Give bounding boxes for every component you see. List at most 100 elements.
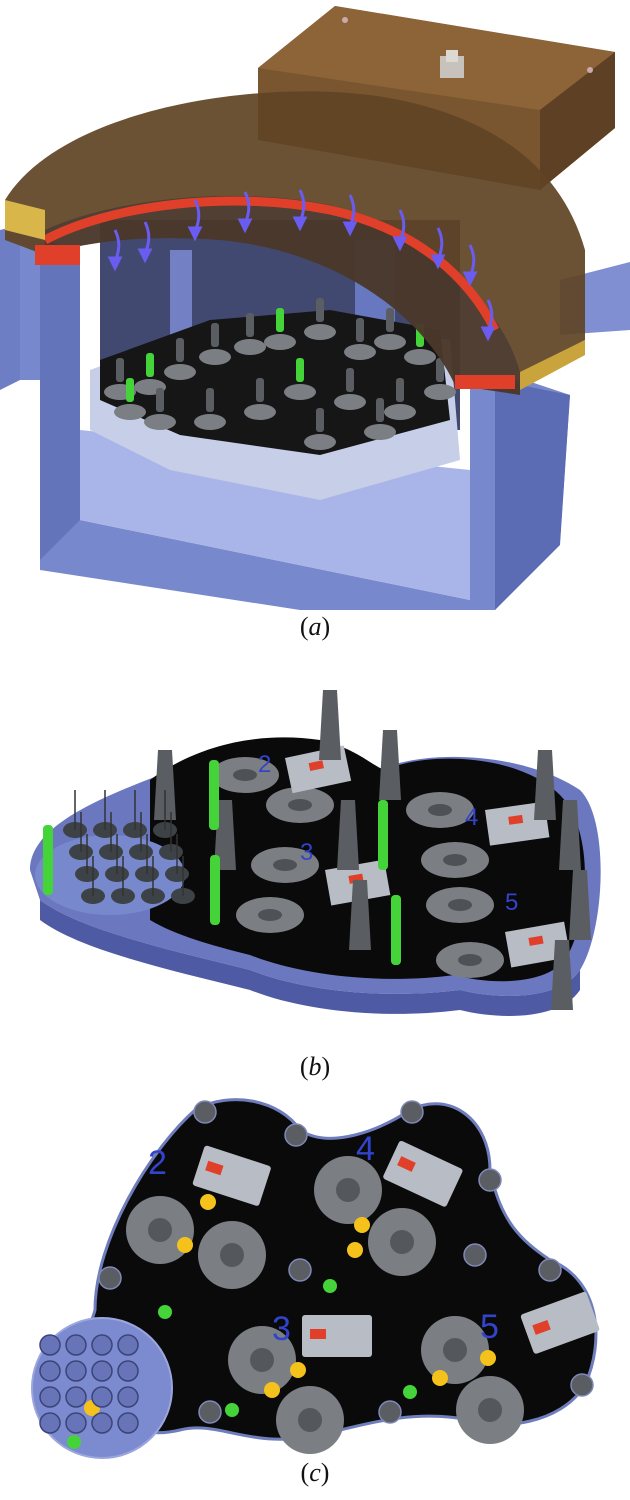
c-yellow-spot [200, 1194, 216, 1210]
a-cap [436, 358, 444, 382]
c-disk-hub [478, 1398, 502, 1422]
a-disk [144, 414, 176, 430]
c-vial [91, 1386, 113, 1408]
c-grey-cap [400, 1100, 424, 1124]
c-green-spot [403, 1385, 417, 1399]
a-disk [164, 364, 196, 380]
panel-c-top-view: 2 3 4 5 [0, 1090, 630, 1460]
b-green-pin [209, 760, 219, 830]
c-label-mark [397, 1156, 416, 1172]
a-cap [211, 323, 219, 347]
b-disk-hub [458, 954, 482, 966]
b-green-pin [210, 855, 220, 925]
c-yellow-spot [432, 1370, 448, 1386]
c-vial [117, 1386, 139, 1408]
b-label [485, 801, 550, 846]
a-cap [126, 378, 134, 402]
c-yellow-spot [354, 1217, 370, 1233]
gas-flow-arrows [107, 189, 496, 342]
puck-number-4: 4 [465, 804, 478, 831]
b-green-pin [43, 825, 53, 895]
top-plate-features [39, 1100, 600, 1454]
caption-a: (a) [299, 612, 331, 641]
b-cone [569, 870, 591, 940]
flow-arrowhead [480, 326, 496, 342]
puck-assembly-illustration: 2 3 4 5 [30, 690, 601, 1016]
top-number-4: 4 [356, 1130, 375, 1168]
c-grey-cap [98, 1266, 122, 1290]
b-cone [379, 730, 401, 800]
a-disk [424, 384, 456, 400]
b-cone [551, 940, 573, 1010]
c-disk-hub [148, 1218, 172, 1242]
a-disk [344, 344, 376, 360]
c-label-mark [205, 1160, 224, 1176]
b-label-mark [508, 814, 524, 825]
a-cap [176, 338, 184, 362]
c-grey-cap [198, 1400, 222, 1424]
c-grey-cap [570, 1373, 594, 1397]
b-green-pin [391, 895, 401, 965]
c-vial [91, 1412, 113, 1434]
c-yellow-spot [264, 1382, 280, 1398]
c-vial [65, 1386, 87, 1408]
top-view-illustration: 2 3 4 5 [31, 1098, 600, 1459]
plate-features [43, 690, 591, 1010]
c-grey-cap [463, 1243, 487, 1267]
b-cone [337, 800, 359, 870]
flow-arrowhead [107, 256, 123, 272]
c-grey-cap [288, 1258, 312, 1282]
a-disk [304, 434, 336, 450]
caption-b: (b) [299, 1052, 331, 1081]
c-green-spot [158, 1305, 172, 1319]
a-disk [244, 404, 276, 420]
caption-c: (c) [300, 1458, 330, 1487]
b-cone [534, 750, 556, 820]
a-cap [276, 308, 284, 332]
a-cap [156, 388, 164, 412]
a-cap [316, 408, 324, 432]
flow-arrowhead [187, 226, 203, 242]
b-green-pin [378, 800, 388, 870]
c-vial [117, 1334, 139, 1356]
c-label [520, 1291, 600, 1354]
c-disk-hub [220, 1243, 244, 1267]
a-cap [386, 308, 394, 332]
c-green-spot [323, 1279, 337, 1293]
flow-arrowhead [430, 254, 446, 270]
c-disk-hub [250, 1348, 274, 1372]
c-vial [91, 1360, 113, 1382]
puck-number-5: 5 [505, 889, 518, 916]
puck-number-3: 3 [300, 839, 313, 866]
a-disk [374, 334, 406, 350]
b-cone [154, 750, 176, 820]
b-disk-hub [258, 909, 282, 921]
c-vial [65, 1334, 87, 1356]
c-disk-hub [390, 1230, 414, 1254]
a-disk [264, 334, 296, 350]
a-cap [206, 388, 214, 412]
b-disk-hub [443, 854, 467, 866]
c-green-spot [67, 1435, 81, 1449]
top-number-5: 5 [480, 1308, 499, 1346]
c-vial [117, 1360, 139, 1382]
c-grey-cap [478, 1168, 502, 1192]
c-yellow-spot [347, 1242, 363, 1258]
c-vial [65, 1412, 87, 1434]
a-disk [234, 339, 266, 355]
b-cone [349, 880, 371, 950]
c-yellow-spot [177, 1237, 193, 1253]
b-label-mark [528, 935, 544, 946]
a-cap [376, 398, 384, 422]
b-disk-hub [233, 769, 257, 781]
b-disk-hub [288, 799, 312, 811]
b-disk-hub [428, 804, 452, 816]
a-disk [114, 404, 146, 420]
a-disk [384, 404, 416, 420]
a-cap [146, 353, 154, 377]
a-cap [396, 378, 404, 402]
base-plate-edge [40, 900, 580, 1016]
panel-b-puck-assembly: 2 3 4 5 [0, 670, 630, 1050]
c-grey-cap [193, 1100, 217, 1124]
c-vial [39, 1412, 61, 1434]
